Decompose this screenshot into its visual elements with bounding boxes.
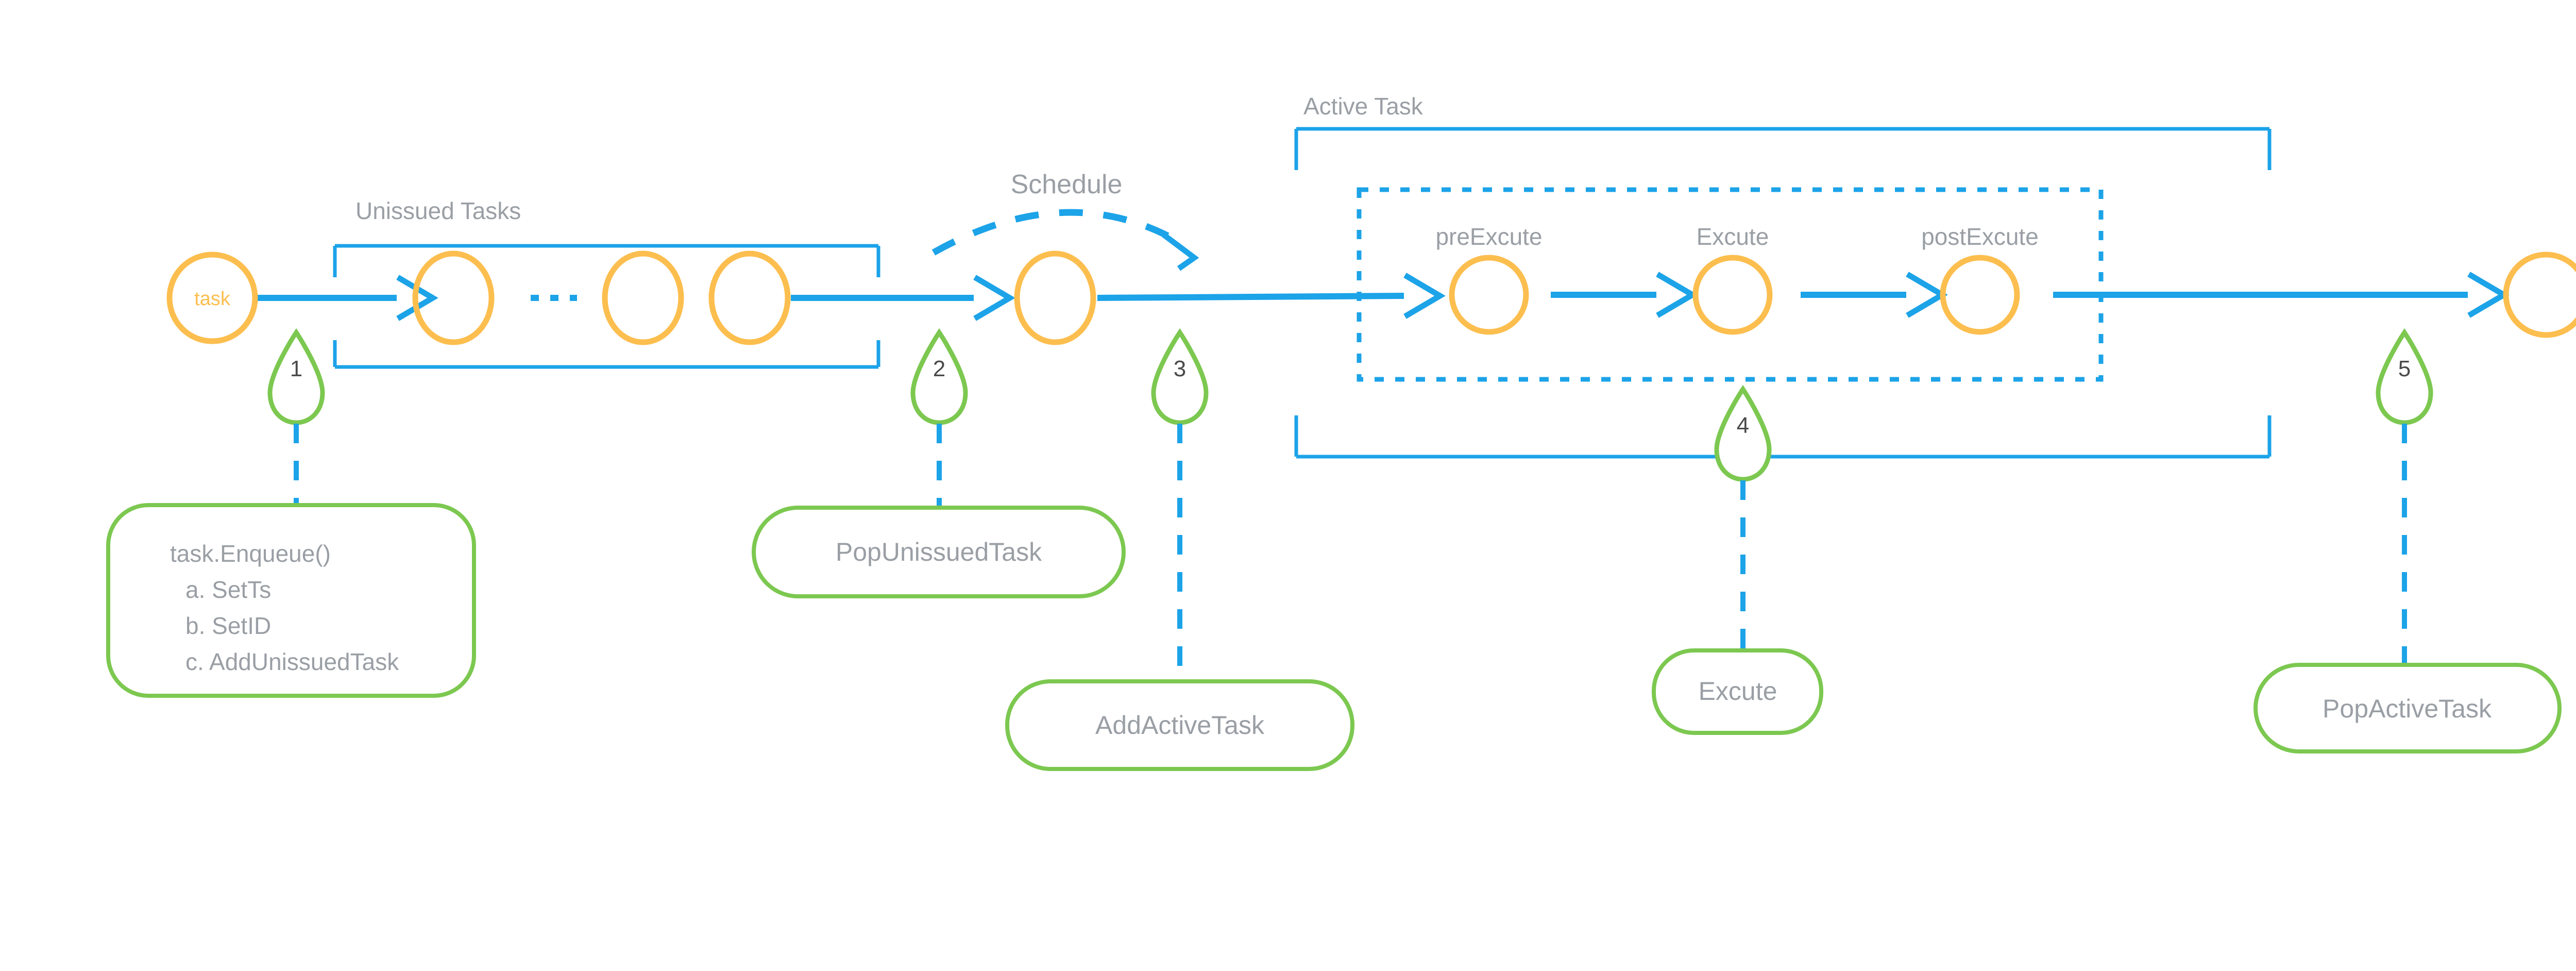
step-marker-1[interactable] <box>267 328 325 425</box>
bracket-active-top <box>1294 127 2272 170</box>
step-5-callout[interactable] <box>2253 663 2562 754</box>
step-marker-3-number: 3 <box>1174 356 1186 381</box>
step-marker-3[interactable] <box>1151 328 1209 425</box>
node-queued-2[interactable] <box>602 250 684 345</box>
node-preexecute[interactable] <box>1449 255 1529 335</box>
arrow-head-into-queue <box>396 275 438 321</box>
step-3-callout[interactable] <box>1005 679 1354 771</box>
step-2-callout[interactable] <box>752 506 1126 598</box>
bracket-unissued-bottom <box>333 340 880 369</box>
step-marker-4[interactable] <box>1714 384 1772 482</box>
step-marker-5[interactable] <box>2376 328 2433 425</box>
schedule-arrow-head-icon <box>1161 232 1199 271</box>
node-done[interactable] <box>2503 252 2576 338</box>
step-1-callout[interactable] <box>106 503 476 698</box>
step-4-callout-label: Excute <box>1699 677 1777 706</box>
step-marker-2[interactable] <box>910 328 968 425</box>
section-label-unissued-tasks: Unissued Tasks <box>355 197 521 224</box>
node-queued-1[interactable] <box>412 250 495 345</box>
schedule-label: Schedule <box>1011 170 1123 199</box>
bracket-unissued-top <box>333 244 880 277</box>
arrow-head-into-preexecute <box>1403 273 1446 319</box>
node-preexecute-label: preExcute <box>1435 223 1542 250</box>
node-postexecute-label: postExcute <box>1921 223 2039 250</box>
step-5-callout-label: PopActiveTask <box>2323 694 2492 723</box>
step-marker-5-number: 5 <box>2398 356 2411 381</box>
schedule-dashed-arc <box>931 209 1182 256</box>
step-marker-4-number: 4 <box>1737 413 1749 438</box>
node-execute-label: Excute <box>1697 223 1769 250</box>
flow-segment-popped-to-preexecute <box>1097 293 1404 301</box>
section-label-active-task: Active Task <box>1303 93 1423 120</box>
step-1-callout-line-3: c. AddUnissuedTask <box>185 648 399 675</box>
bracket-active-bottom <box>1294 415 2272 459</box>
step-marker-1-number: 1 <box>290 356 302 381</box>
step-1-callout-line-2: b. SetID <box>185 612 271 639</box>
arrow-head-into-popped <box>973 275 1015 321</box>
step-marker-2-number: 2 <box>933 356 945 381</box>
node-task-label: task <box>194 288 231 310</box>
node-queued-3[interactable] <box>708 250 791 345</box>
step-1-callout-line-0: task.Enqueue() <box>170 540 331 567</box>
arrow-head-into-done <box>2467 272 2510 318</box>
execution-phase-dotted-box <box>1357 187 2104 382</box>
node-task[interactable] <box>166 252 258 344</box>
node-popped[interactable] <box>1014 250 1096 345</box>
step-4-callout[interactable] <box>1652 648 1823 735</box>
step-3-callout-label: AddActiveTask <box>1095 711 1265 740</box>
step-1-callout-line-1: a. SetTs <box>185 576 271 603</box>
arrow-head-into-postexecute <box>1906 272 1948 318</box>
step-2-callout-label: PopUnissuedTask <box>836 538 1042 566</box>
node-postexecute[interactable] <box>1940 255 2020 335</box>
node-execute[interactable] <box>1692 255 1773 335</box>
arrow-head-into-execute <box>1656 272 1698 318</box>
